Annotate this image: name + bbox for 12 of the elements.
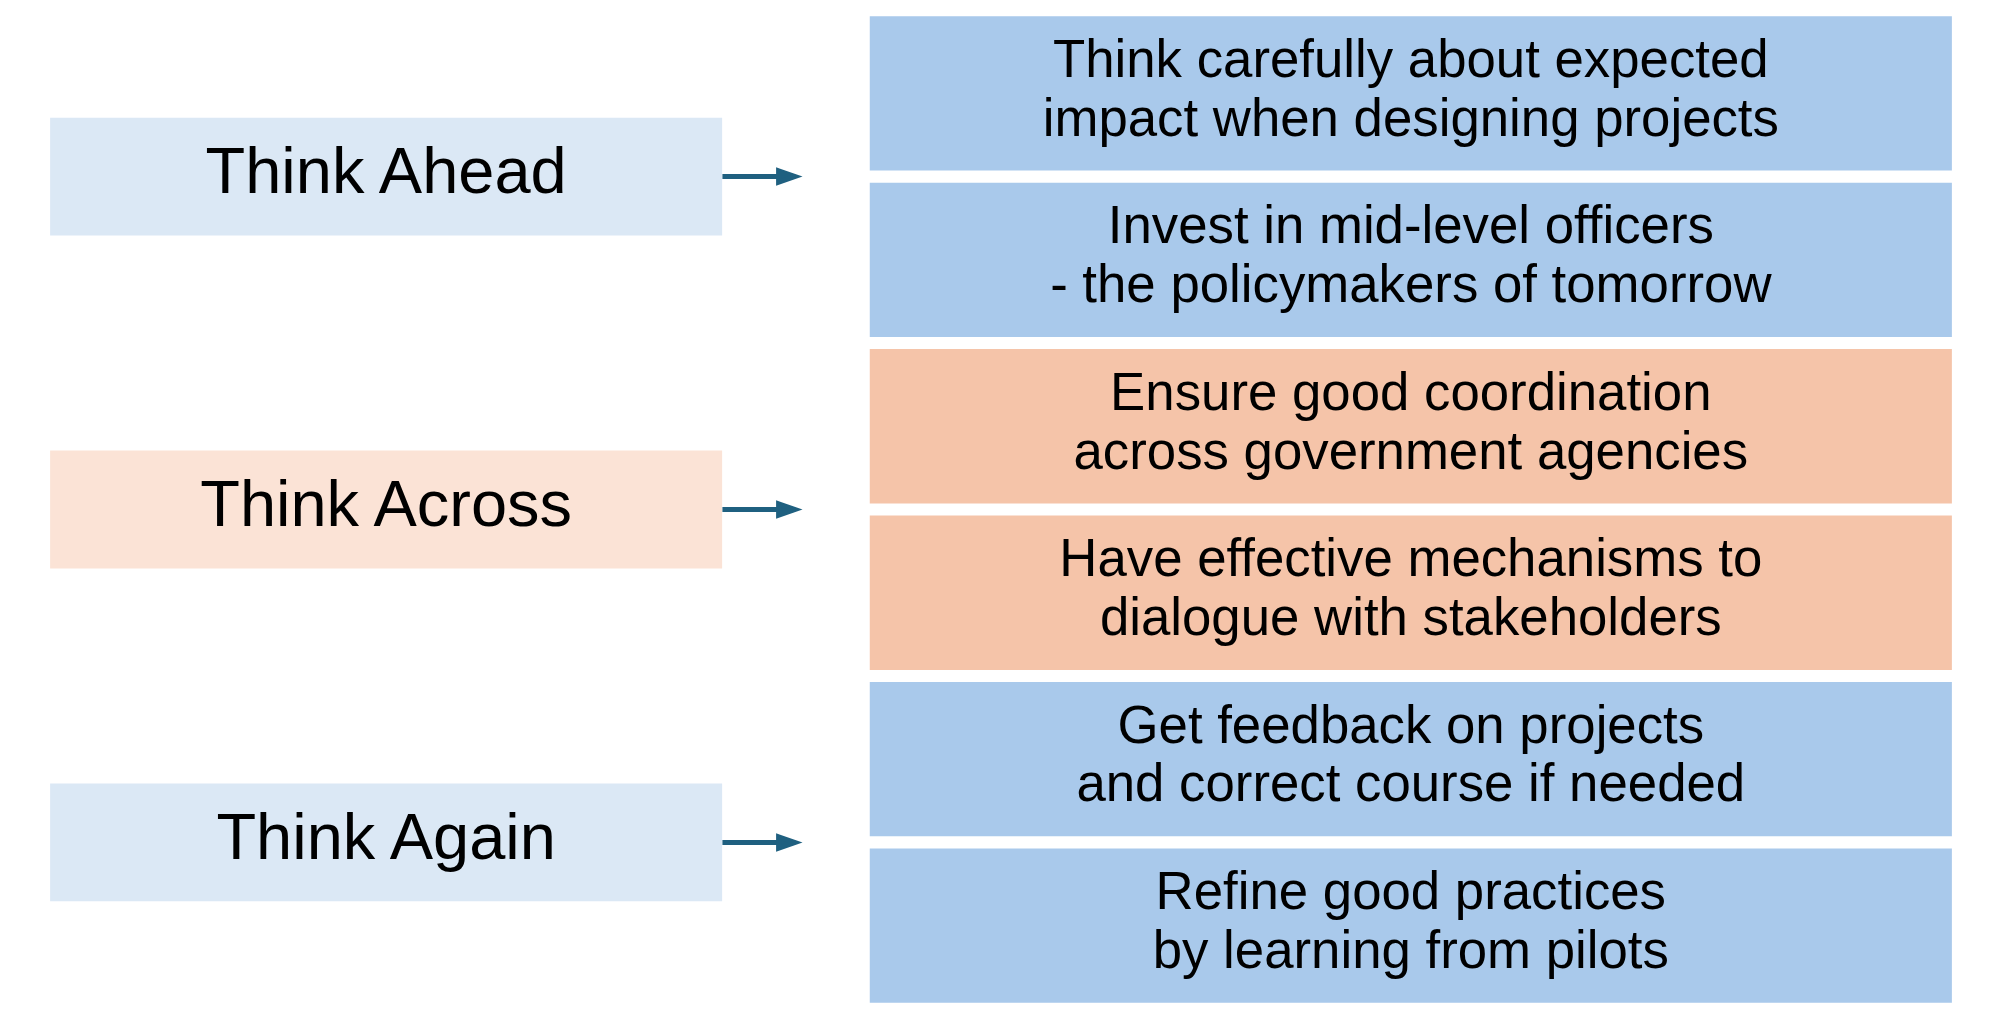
- node-box: Think Ahead: [49, 117, 722, 236]
- node-box: Have effective mechanisms to dialogue with stakeholders: [869, 515, 1952, 670]
- node-box: Invest in mid-level officers - the policymakers of tomorrow: [869, 182, 1952, 337]
- node-box: Get feedback on projects and correct course if needed: [869, 682, 1952, 837]
- node-box: Think carefully about expected impact when designing projects: [869, 16, 1952, 171]
- node-box: Think Again: [49, 783, 722, 902]
- arrow: [721, 167, 803, 186]
- node-box: Think Across: [49, 450, 722, 569]
- arrow: [721, 833, 803, 852]
- node-box: Refine good practices by learning from pilots: [869, 848, 1952, 1003]
- arrow: [721, 500, 803, 519]
- node-box: Ensure good coordination across government agencies: [869, 349, 1952, 504]
